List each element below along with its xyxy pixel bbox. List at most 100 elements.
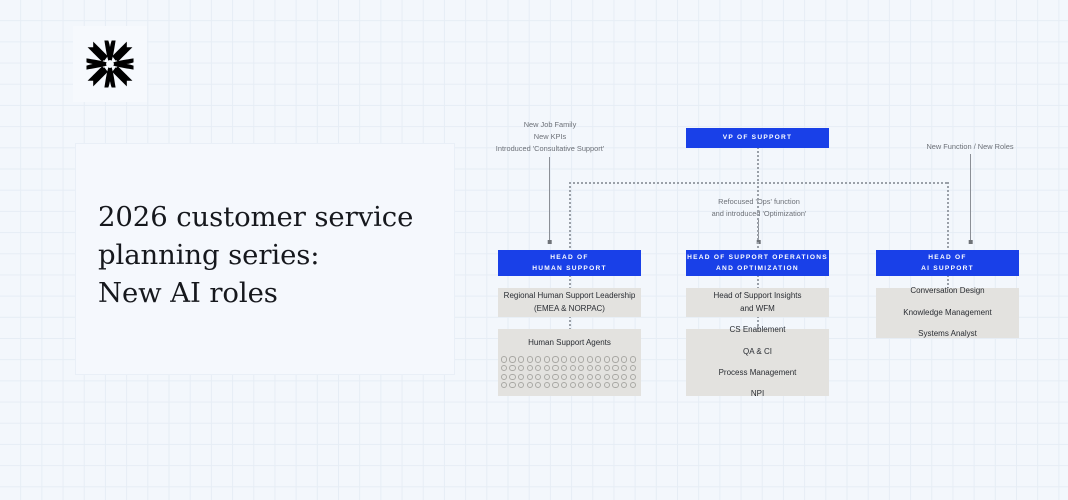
agent-dot <box>560 356 568 363</box>
box-line: CS Enablement <box>729 325 786 335</box>
agent-dot <box>509 382 516 389</box>
agent-dot <box>578 373 585 380</box>
connector-dotted-to-support-ops <box>757 182 759 250</box>
annotation-human-support: New Job Family New KPIs Introduced 'Cons… <box>495 120 605 153</box>
box-line: Human Support Agents <box>528 338 611 347</box>
agent-dot <box>517 382 525 389</box>
agent-dot <box>500 373 507 380</box>
annotation-ops-optimization: Refocused 'Ops' function and introduced … <box>711 197 807 218</box>
agent-dot <box>578 364 585 372</box>
agent-dot <box>526 364 533 372</box>
agent-dot <box>612 382 619 389</box>
agent-dot <box>526 356 533 363</box>
box-line: Systems Analyst <box>918 329 977 339</box>
agent-dot <box>621 382 628 389</box>
agent-dot <box>535 364 542 372</box>
agent-dot <box>517 356 525 363</box>
brand-logo <box>73 26 147 102</box>
node-head-of-support-operations-and-optimization[interactable]: HEAD OF SUPPORT OPERATIONS AND OPTIMIZAT… <box>686 250 829 276</box>
agent-dot <box>578 356 585 363</box>
agent-dot <box>595 356 602 363</box>
box-line: Conversation Design <box>910 286 985 296</box>
connector-solid-human-support <box>549 157 551 243</box>
connector-solid-ai-support <box>970 154 972 243</box>
agent-dot <box>629 373 636 380</box>
box-line: (EMEA & NORPAC) <box>534 303 605 313</box>
agent-dot <box>509 364 516 372</box>
agent-dot <box>552 373 559 380</box>
agent-dot <box>535 356 542 363</box>
agent-dot <box>526 382 533 389</box>
agent-dot <box>595 364 602 372</box>
agent-dot <box>560 373 568 380</box>
connector-dotted-ai-head-to-roles <box>947 275 949 288</box>
agent-dot <box>500 356 507 363</box>
agent-dot <box>603 382 611 389</box>
agent-dot <box>612 373 619 380</box>
agent-dot <box>629 382 636 389</box>
connector-solid-support-ops <box>758 218 760 243</box>
agent-dot <box>612 356 619 363</box>
agent-dot <box>560 382 568 389</box>
agent-dot <box>509 373 516 380</box>
agent-dot <box>517 364 525 372</box>
connector-dotted-ops-head-to-insights <box>757 275 759 288</box>
agent-dot <box>586 364 593 372</box>
node-regional-human-support-leadership[interactable]: Regional Human Support Leadership (EMEA … <box>498 288 641 317</box>
annotation-ai-support: New Function / New Roles <box>926 142 1014 151</box>
agent-dot <box>586 373 593 380</box>
node-vp-of-support[interactable]: VP OF SUPPORT <box>686 128 829 148</box>
connector-dotted-to-human-support <box>569 182 571 250</box>
box-line: Head of Support Insights <box>713 291 802 301</box>
agent-dot <box>509 356 516 363</box>
agent-dot <box>578 382 585 389</box>
agent-dot <box>603 364 611 372</box>
box-line: NPI <box>750 389 765 399</box>
agent-dot <box>621 364 628 372</box>
agent-dot <box>595 382 602 389</box>
box-line: Knowledge Management <box>903 307 992 317</box>
title-card: 2026 customer service planning series: N… <box>75 143 455 375</box>
agent-dot <box>500 382 507 389</box>
node-head-of-human-support[interactable]: HEAD OF HUMAN SUPPORT <box>498 250 641 276</box>
connector-dotted-human-head-to-regional <box>569 275 571 288</box>
agent-dot <box>629 356 636 363</box>
agent-dot <box>612 364 619 372</box>
agent-dot <box>535 382 542 389</box>
agent-dot <box>535 373 542 380</box>
agent-dot <box>543 356 550 363</box>
arrowhead-support-ops-icon <box>756 240 761 244</box>
connector-dotted-to-ai-support <box>947 182 949 250</box>
page-title: 2026 customer service planning series: N… <box>98 201 414 309</box>
agent-dot <box>629 364 636 372</box>
connector-dotted-bus <box>569 182 948 184</box>
agent-dot <box>500 364 507 372</box>
agent-dot <box>543 373 550 380</box>
agent-dot <box>543 382 550 389</box>
agent-dot <box>517 373 525 380</box>
agent-dot <box>621 373 628 380</box>
node-head-of-ai-support[interactable]: HEAD OF AI SUPPORT <box>876 250 1019 276</box>
arrowhead-ai-support-icon <box>968 240 973 244</box>
agent-dot <box>586 382 593 389</box>
agent-dot <box>595 373 602 380</box>
agent-dot <box>552 364 559 372</box>
agent-dot <box>552 382 559 389</box>
agent-dot <box>569 373 576 380</box>
agent-dot <box>569 382 576 389</box>
node-ops-functions[interactable]: CS Enablement QA & CI Process Management… <box>686 325 829 398</box>
node-ai-roles[interactable]: Conversation Design Knowledge Management… <box>876 286 1019 339</box>
agent-dot <box>569 364 576 372</box>
box-line: QA & CI <box>743 346 772 356</box>
agent-dot <box>603 356 611 363</box>
node-head-of-support-insights-and-wfm[interactable]: Head of Support Insights and WFM <box>686 288 829 317</box>
box-line: and WFM <box>740 303 775 313</box>
arrowhead-human-support-icon <box>547 240 552 244</box>
starburst-asterisk-logo-icon <box>82 36 138 92</box>
agent-dot <box>560 364 568 372</box>
agent-dot <box>621 356 628 363</box>
node-human-support-agents[interactable]: Human Support Agents <box>498 329 641 396</box>
connector-dotted-vp-down <box>757 147 759 183</box>
box-line: Process Management <box>718 368 797 377</box>
